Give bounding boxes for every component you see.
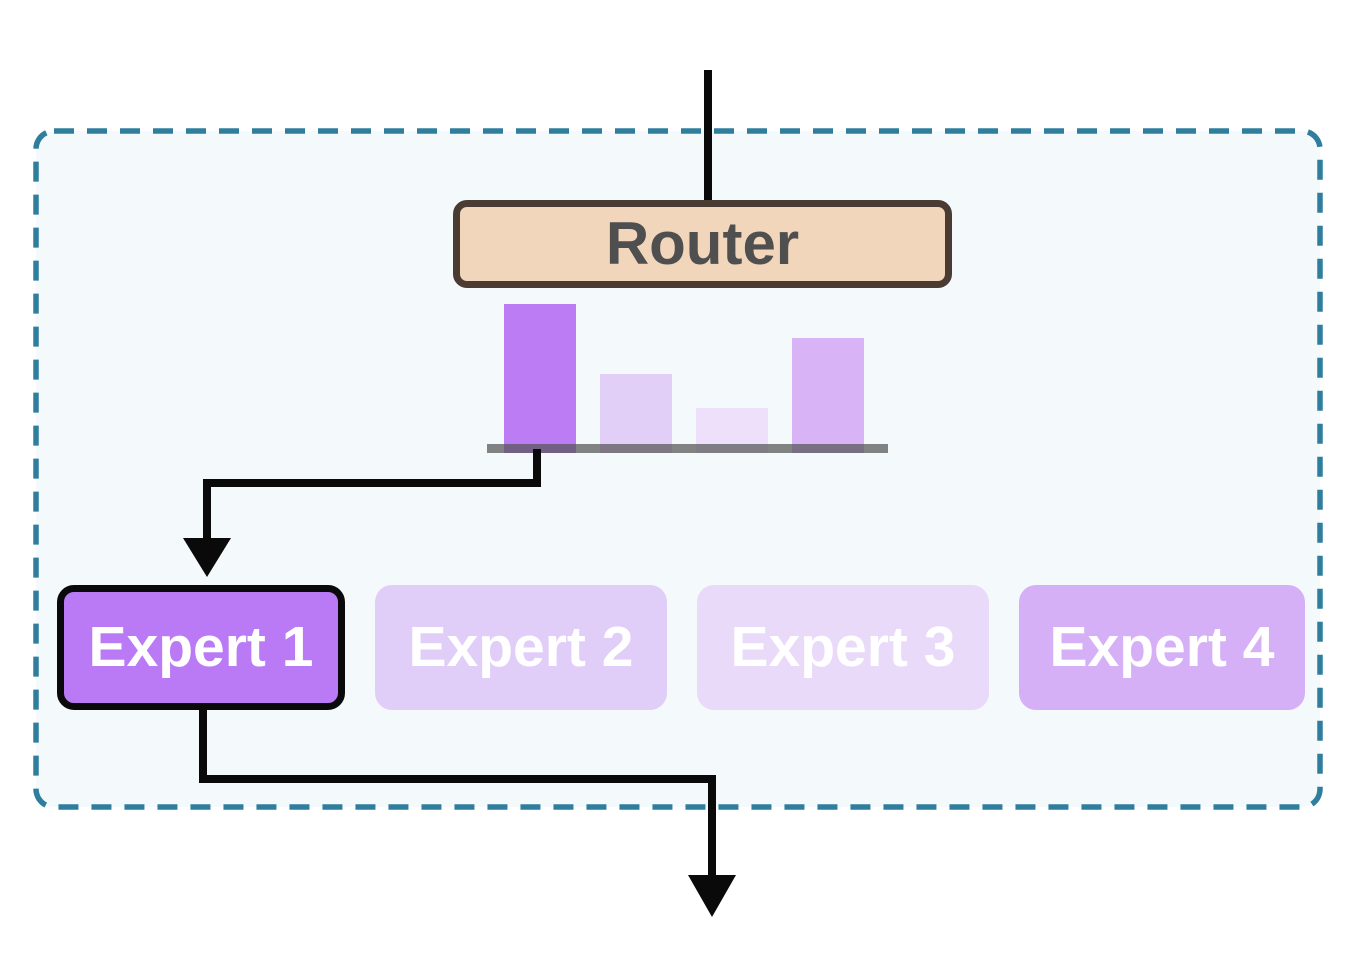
router-to-expert1-arrow xyxy=(183,449,541,577)
expert-4-label: Expert 4 xyxy=(1049,615,1275,679)
expert-box-1-selected: Expert 1 xyxy=(57,585,345,710)
router-label: Router xyxy=(605,210,800,277)
expert-1-label: Expert 1 xyxy=(88,615,314,679)
moe-container-box xyxy=(33,128,1323,810)
expert-3-label: Expert 3 xyxy=(730,615,956,679)
expert-box-2: Expert 2 xyxy=(375,585,667,710)
weight-bar-4 xyxy=(792,338,864,453)
weight-bar-2 xyxy=(600,374,672,453)
expert-box-4: Expert 4 xyxy=(1019,585,1305,710)
weight-bar-1 xyxy=(504,304,576,453)
expert-box-3: Expert 3 xyxy=(697,585,989,710)
expert1-output-arrow xyxy=(199,706,736,917)
router-box: Router xyxy=(453,200,952,288)
expert-2-label: Expert 2 xyxy=(408,615,634,679)
chart-baseline xyxy=(487,444,888,453)
